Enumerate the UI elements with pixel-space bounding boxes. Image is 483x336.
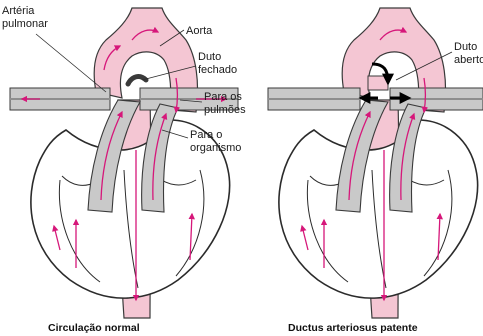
- label-duct-closed-2: fechado: [198, 64, 237, 76]
- label-to-body-1: Para o: [190, 129, 222, 141]
- label-duct-open-2: aberto: [454, 54, 483, 66]
- closed-ductus: [128, 77, 146, 84]
- label-to-body-2: organismo: [190, 142, 241, 154]
- label-pulmonary-artery-2: pulmonar: [2, 18, 48, 30]
- normal-circulation-panel: Artéria pulmonar Aorta Duto fechado Para…: [2, 5, 246, 334]
- patent-ductus-panel: Duto aberto Ductus arteriosus patente: [268, 8, 483, 334]
- label-aorta: Aorta: [186, 25, 213, 37]
- caption-normal: Circulação normal: [48, 322, 140, 334]
- label-to-lungs-1: Para os: [204, 91, 242, 103]
- open-ductus: [368, 76, 388, 90]
- label-duct-open-1: Duto: [454, 41, 477, 53]
- label-pulmonary-artery-1: Artéria: [2, 5, 35, 17]
- caption-patent: Ductus arteriosus patente: [288, 322, 418, 334]
- label-to-lungs-2: pulmões: [204, 104, 246, 116]
- label-duct-closed-1: Duto: [198, 51, 221, 63]
